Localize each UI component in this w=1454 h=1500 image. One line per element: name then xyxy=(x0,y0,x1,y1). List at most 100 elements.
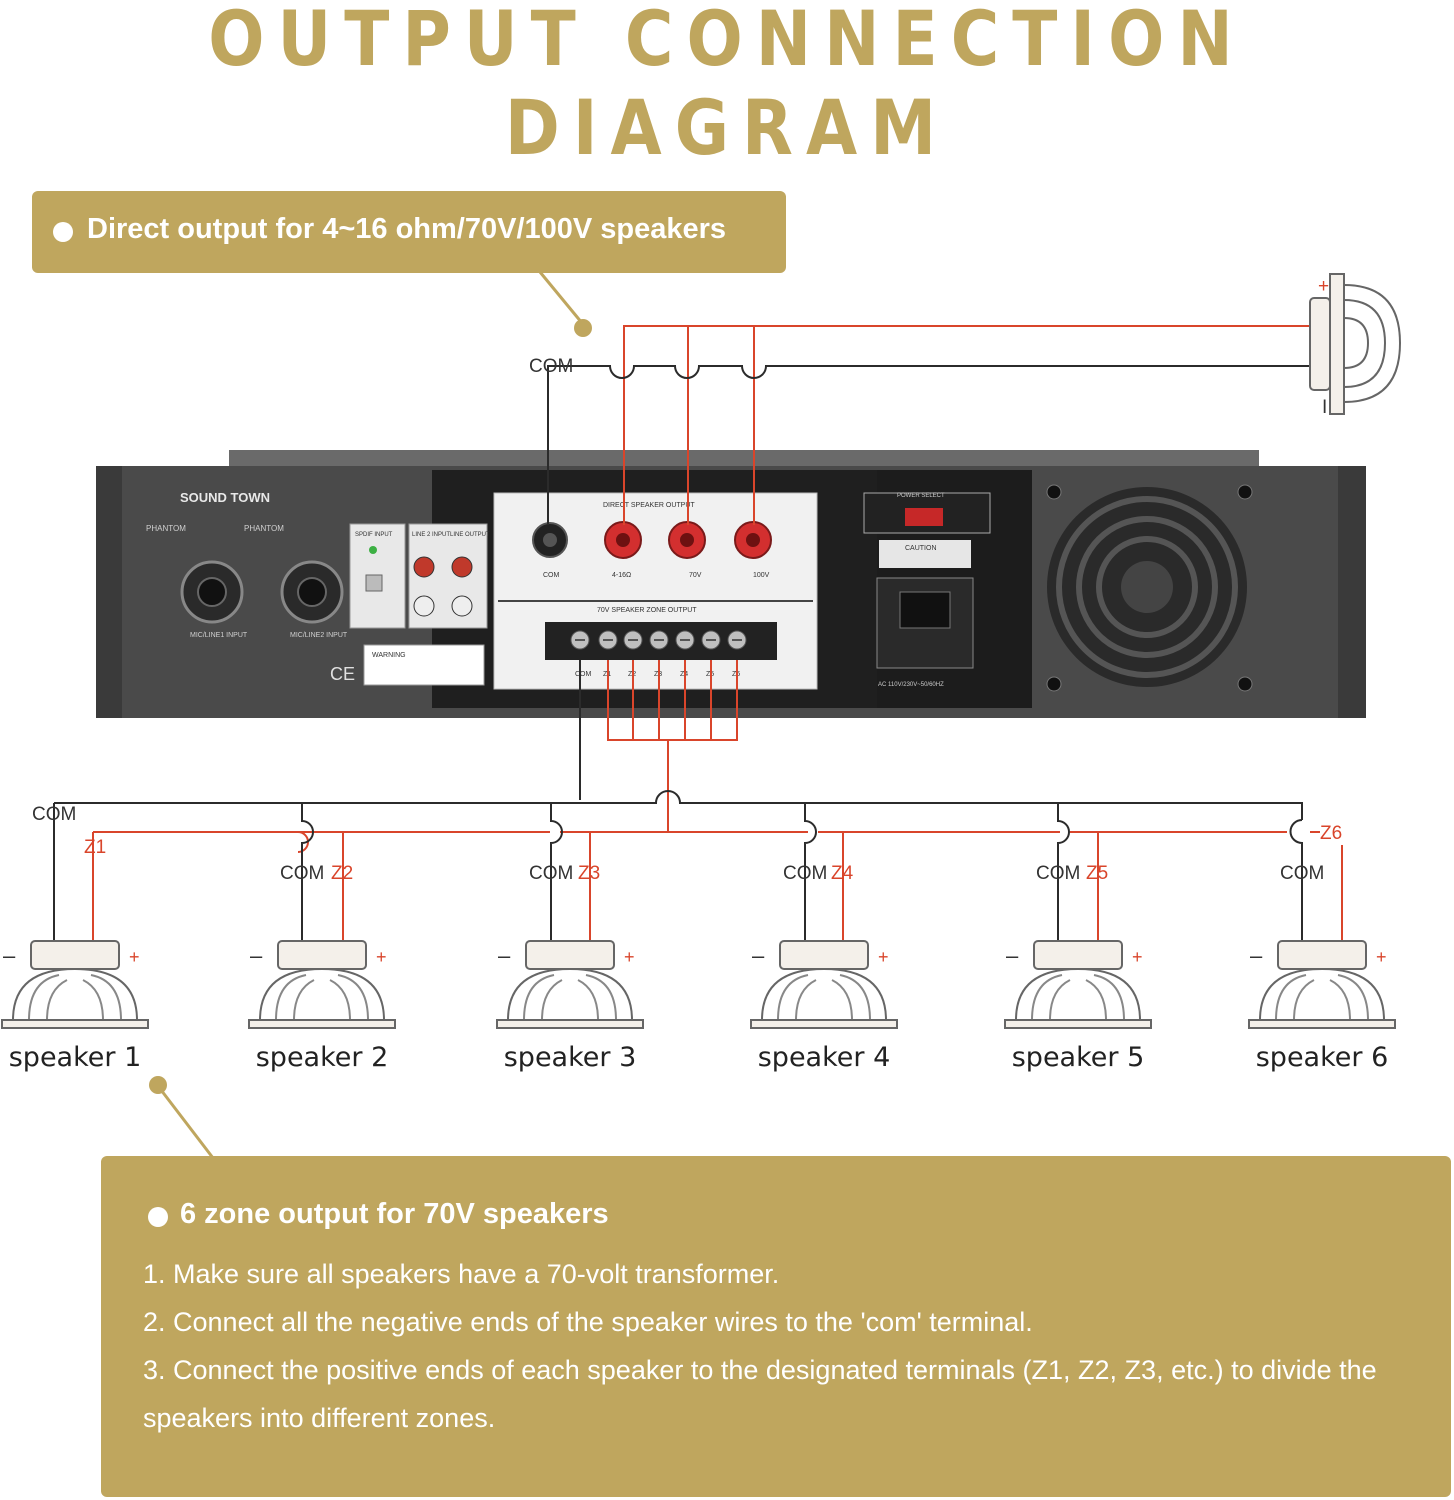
svg-text:4-16Ω: 4-16Ω xyxy=(612,572,631,579)
minus-icon: – xyxy=(752,943,765,968)
bullet-icon xyxy=(53,222,73,242)
speaker-basket xyxy=(507,967,633,1021)
direct-output-wiring xyxy=(547,325,1310,525)
speaker-flange xyxy=(496,1019,644,1029)
speaker-basket xyxy=(12,967,138,1021)
minus-icon: – xyxy=(1006,943,1019,968)
zone-screws xyxy=(570,630,747,650)
speaker-cap xyxy=(277,940,367,970)
svg-text:COM: COM xyxy=(543,572,560,579)
spdif-led xyxy=(369,546,377,554)
plus-icon: + xyxy=(1376,947,1387,967)
speaker-6: – + speaker 6 COM xyxy=(1248,863,1396,1073)
callout-pointer-top xyxy=(538,271,584,324)
svg-text:POWER SELECT: POWER SELECT xyxy=(897,493,945,499)
svg-text:SPDIF INPUT: SPDIF INPUT xyxy=(355,532,393,538)
rca-white-out xyxy=(451,595,473,617)
speaker-cap xyxy=(1277,940,1367,970)
svg-text:WARNING: WARNING xyxy=(372,652,406,659)
minus-label-top: I xyxy=(1322,397,1327,418)
speaker-com-label: COM xyxy=(280,863,324,884)
caution-label xyxy=(879,540,971,568)
direct-output-caption: Direct output for 4~16 ohm/70V/100V spea… xyxy=(87,213,727,245)
speaker-zone-label: Z2 xyxy=(331,863,353,884)
speaker-name: speaker 5 xyxy=(1012,1042,1145,1073)
speaker-row: – + speaker 1 – + speaker 2 COM Z2 – + speaker 3 CO… xyxy=(1,863,1396,1073)
svg-text:LINE 2 INPUT: LINE 2 INPUT xyxy=(412,532,450,538)
zone-output-label: 70V SPEAKER ZONE OUTPUT xyxy=(597,607,697,614)
zone-terminal-label: COM xyxy=(575,671,592,678)
minus-icon: – xyxy=(498,943,511,968)
zone-step-1: 1. Make sure all speakers have a 70-volt… xyxy=(143,1259,780,1289)
z1-label: Z1 xyxy=(84,837,106,858)
speaker-cap xyxy=(1033,940,1123,970)
spdif-port xyxy=(365,574,383,592)
zone-bus-wiring xyxy=(53,660,1343,940)
speaker-basket xyxy=(1015,967,1141,1021)
speaker-basket xyxy=(761,967,887,1021)
rca-white-in xyxy=(413,595,435,617)
plus-icon: + xyxy=(129,947,140,967)
mic-line-2-label: MIC/LINE2 INPUT xyxy=(290,632,348,639)
zone-output-caption: 6 zone output for 70V speakers xyxy=(180,1198,609,1230)
bullet-icon xyxy=(148,1207,168,1227)
speaker-2: – + speaker 2 COM Z2 xyxy=(248,863,396,1073)
plus-label-top: + xyxy=(1318,276,1329,297)
speaker-flange xyxy=(248,1019,396,1029)
speaker-5: – + speaker 5 COM Z5 xyxy=(1004,863,1152,1073)
callout-pointer-bottom xyxy=(156,1085,215,1159)
zone-step-2: 2. Connect all the negative ends of the … xyxy=(143,1307,1033,1337)
speaker-name: speaker 1 xyxy=(9,1042,142,1073)
speaker-com-label: COM xyxy=(529,863,573,884)
plus-icon: + xyxy=(878,947,889,967)
phantom-label-1: PHANTOM xyxy=(146,524,186,533)
minus-icon: – xyxy=(1250,943,1263,968)
speaker-basket xyxy=(1259,967,1385,1021)
speaker-com-label: COM xyxy=(1036,863,1080,884)
mic-line-1-label: MIC/LINE1 INPUT xyxy=(190,632,248,639)
z6-label: Z6 xyxy=(1320,823,1342,844)
rack-ear-left xyxy=(96,466,122,718)
speaker-com-label: COM xyxy=(783,863,827,884)
phantom-label-2: PHANTOM xyxy=(244,524,284,533)
speaker-name: speaker 3 xyxy=(504,1042,637,1073)
speaker-basket xyxy=(259,967,385,1021)
com-bus-label: COM xyxy=(32,804,76,825)
rca-red-in xyxy=(413,556,435,578)
minus-icon: – xyxy=(3,943,16,968)
com-label-top: COM xyxy=(529,356,573,377)
direct-output-callout: Direct output for 4~16 ohm/70V/100V spea… xyxy=(32,191,786,273)
speaker-cap xyxy=(30,940,120,970)
chassis-top-edge xyxy=(229,450,1259,468)
zone-step-3: 3. Connect the positive ends of each spe… xyxy=(143,1355,1377,1433)
rack-ear-right xyxy=(1338,466,1366,718)
svg-text:70V: 70V xyxy=(689,572,702,579)
speaker-zone-label: Z3 xyxy=(578,863,600,884)
svg-text:AC 110V/230V~50/60HZ: AC 110V/230V~50/60HZ xyxy=(878,682,944,688)
speaker-name: speaker 6 xyxy=(1256,1042,1389,1073)
speaker-cap xyxy=(779,940,869,970)
plus-icon: + xyxy=(376,947,387,967)
speaker-name: speaker 2 xyxy=(256,1042,389,1073)
speaker-flange xyxy=(1004,1019,1152,1029)
svg-text:LINE OUTPUT: LINE OUTPUT xyxy=(450,532,490,538)
speaker-flange xyxy=(1248,1019,1396,1029)
page-title: OUTPUT CONNECTION DIAGRAM xyxy=(208,0,1246,172)
speaker-com-label: COM xyxy=(1280,863,1324,884)
speaker-name: speaker 4 xyxy=(758,1042,891,1073)
warning-label xyxy=(363,644,485,686)
plus-icon: + xyxy=(1132,947,1143,967)
direct-speaker-output-label: DIRECT SPEAKER OUTPUT xyxy=(603,502,695,509)
svg-text:100V: 100V xyxy=(753,572,770,579)
top-speaker-icon xyxy=(1309,273,1402,415)
voltage-switch xyxy=(905,508,943,526)
brand-logo: SOUND TOWN xyxy=(180,490,270,505)
speaker-zone-label: Z5 xyxy=(1086,863,1108,884)
callout-pointer-dot-bottom xyxy=(149,1076,167,1094)
speaker-1: – + speaker 1 xyxy=(1,940,149,1073)
plus-icon: + xyxy=(624,947,635,967)
minus-icon: – xyxy=(250,943,263,968)
